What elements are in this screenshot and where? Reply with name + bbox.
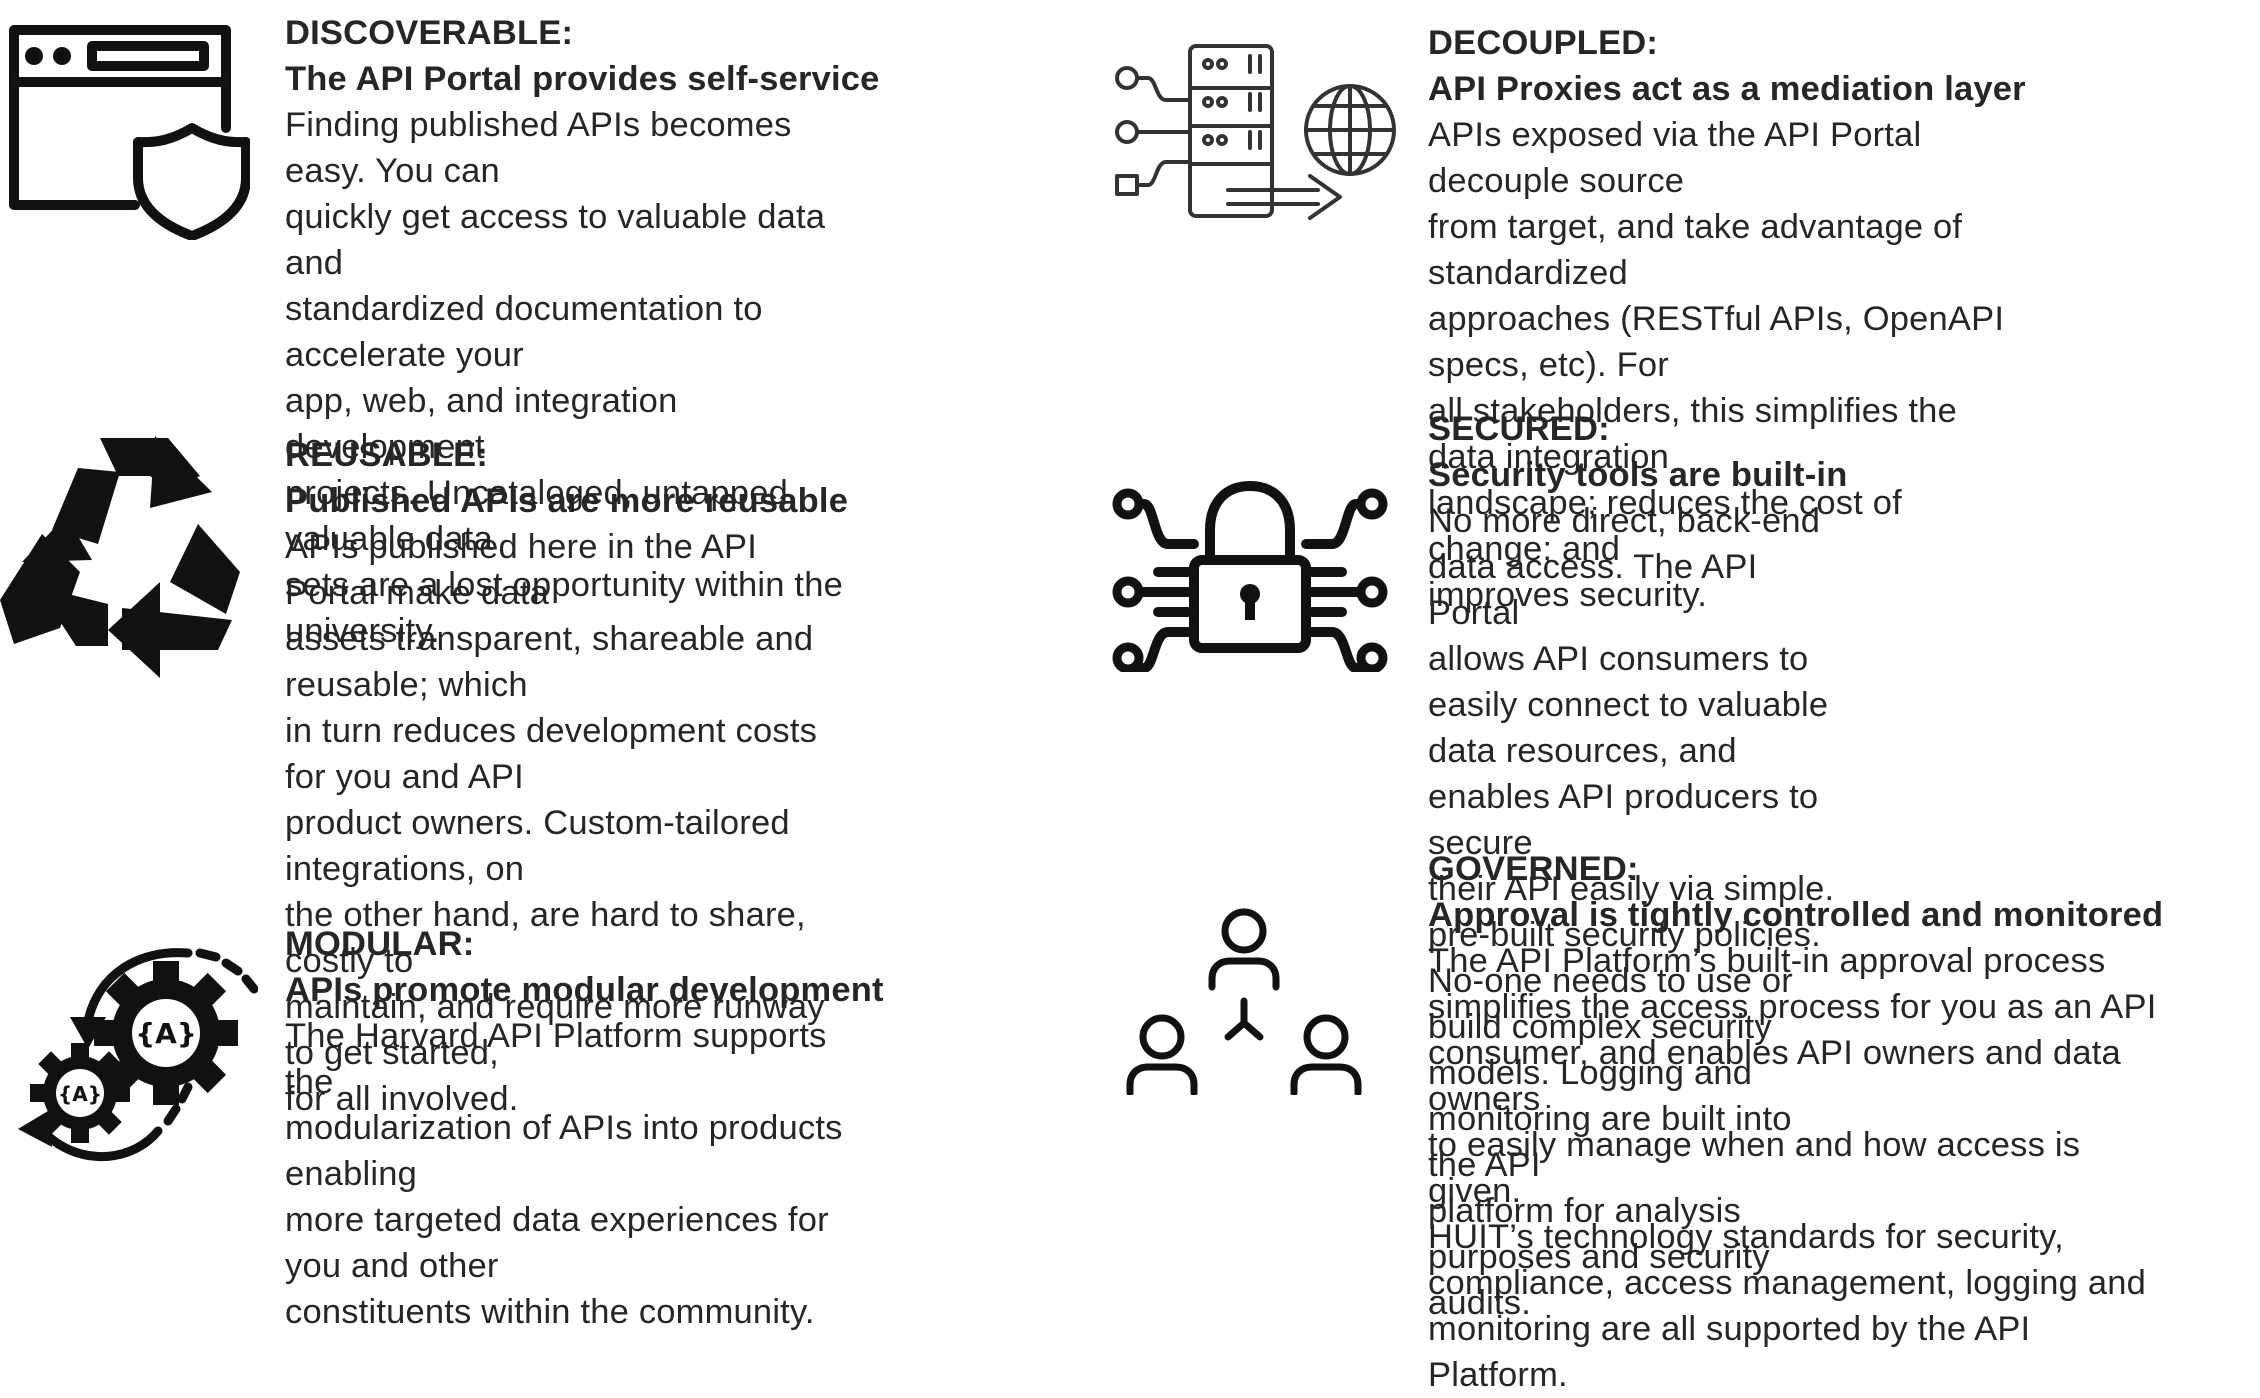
circuit-padlock-icon [1110, 472, 1390, 672]
feature-heading: SECURED: [1428, 410, 1610, 448]
api-badge-large: {A} [135, 1017, 197, 1050]
feature-subheading: Published APIs are more reusable [285, 482, 849, 520]
browser-window-shield-icon [0, 10, 250, 240]
feature-description: APIs exposed via the API Portal decouple… [1428, 116, 2005, 614]
feature-text: GOVERNED: Approval is tightly controlled… [1428, 846, 2163, 1398]
api-gears-icon: {A} {A} [18, 925, 258, 1175]
feature-text: SECURED: Security tools are built-in No … [1428, 406, 1847, 1326]
feature-text: DECOUPLED: API Proxies act as a mediatio… [1428, 20, 2026, 618]
feature-subheading: Security tools are built-in [1428, 456, 1848, 494]
feature-subheading: Approval is tightly controlled and monit… [1428, 896, 2164, 934]
server-proxy-globe-icon [1110, 40, 1400, 230]
feature-description: The Harvard API Platform supports the mo… [285, 1017, 843, 1331]
feature-text: REUSABLE: Published APIs are more reusab… [285, 432, 848, 1122]
feature-subheading: API Proxies act as a mediation layer [1428, 70, 2026, 108]
feature-description: No more direct, back-end data access. Th… [1428, 502, 1835, 1322]
feature-description: The API Platform’s built-in approval pro… [1428, 942, 2157, 1394]
feature-description: Finding published APIs becomes easy. You… [285, 106, 843, 650]
feature-text: MODULAR: APIs promote modular developmen… [285, 921, 884, 1335]
feature-description: APIs published here in the API Portal ma… [285, 528, 825, 1118]
feature-text: DISCOVERABLE: The API Portal provides se… [285, 10, 880, 654]
feature-subheading: The API Portal provides self-service [285, 60, 880, 98]
feature-heading: GOVERNED: [1428, 850, 1639, 888]
feature-heading: DISCOVERABLE: [285, 14, 574, 52]
feature-subheading: APIs promote modular development [285, 971, 884, 1009]
feature-heading: MODULAR: [285, 925, 475, 963]
feature-heading: DECOUPLED: [1428, 24, 1659, 62]
api-badge-small: {A} [58, 1082, 102, 1106]
people-hierarchy-icon [1118, 905, 1378, 1095]
recycle-icon [0, 432, 250, 682]
feature-heading: REUSABLE: [285, 436, 489, 474]
